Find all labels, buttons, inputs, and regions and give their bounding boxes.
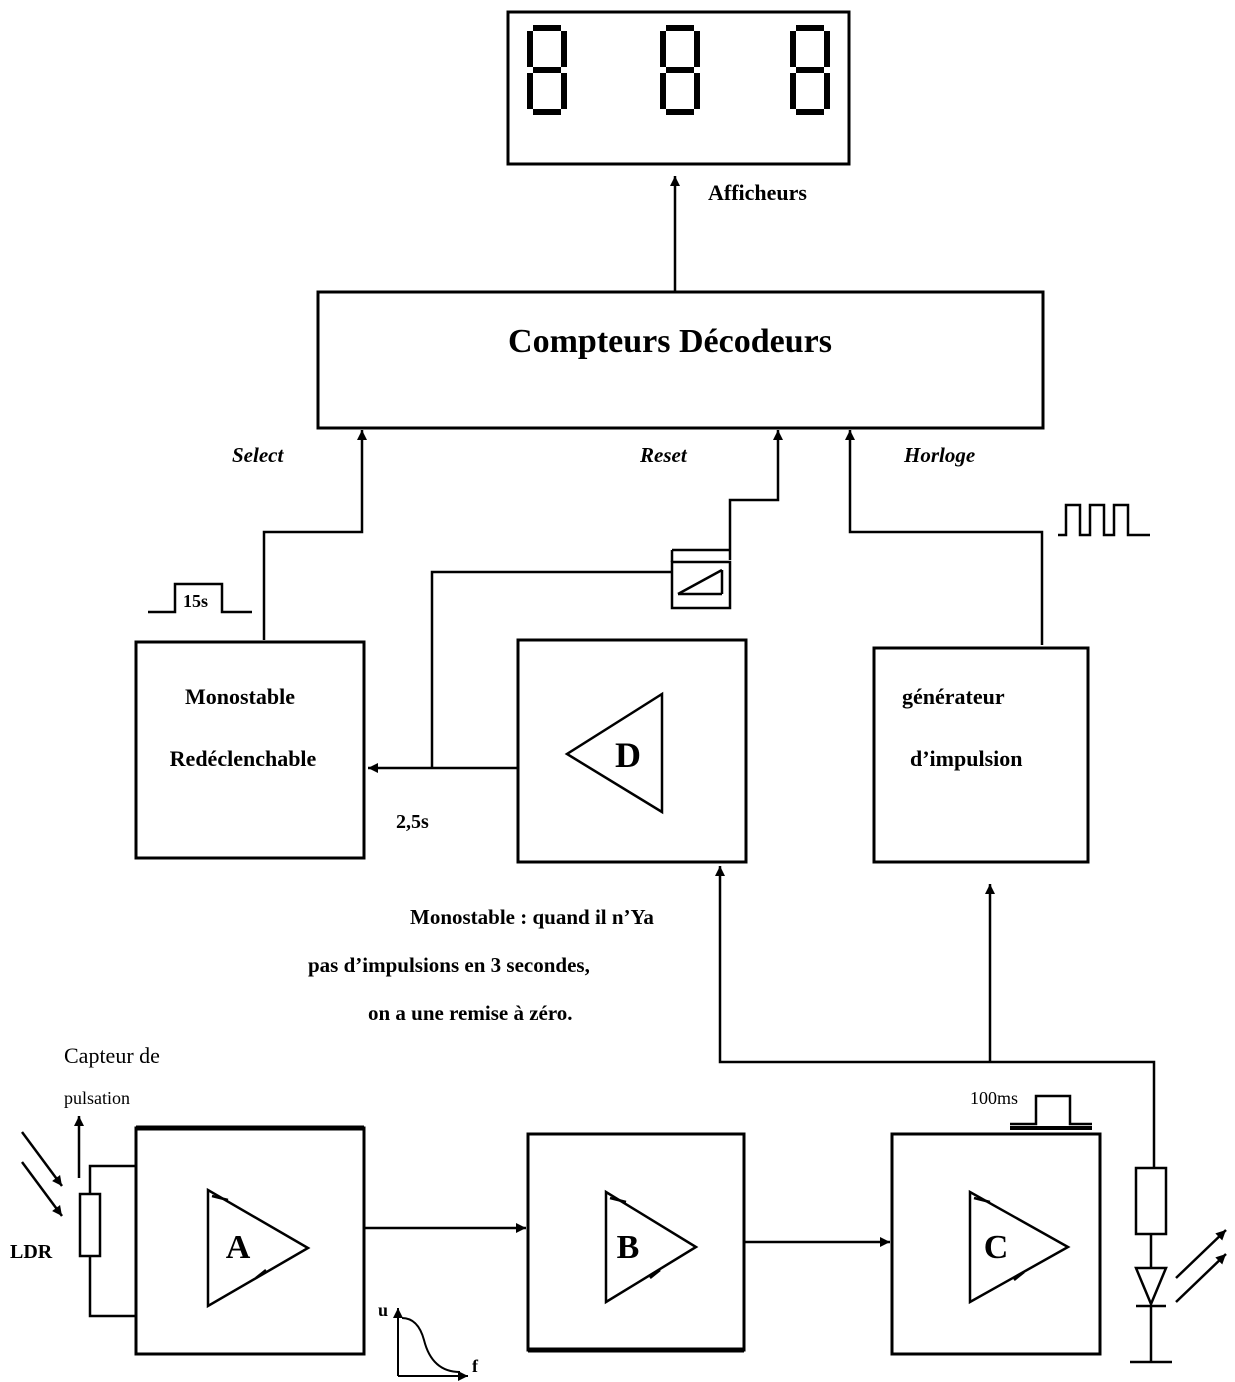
clock-wire [845,430,1044,645]
amp-a-letter: A [226,1229,251,1266]
ldr-label: LDR [10,1241,53,1263]
note-line1: Monostable : quand il n’Ya [410,905,654,929]
ldr-resistor-icon [78,1192,102,1258]
generator-box [872,646,1090,864]
seven-segment-digit-2 [660,25,700,115]
amp-a-tick [211,1194,229,1202]
light-rays-in-icon [20,1131,64,1217]
reset-edge-block [670,548,732,610]
reset-label: Reset [639,443,688,467]
ldr-top-wire [88,1164,136,1194]
amp-a-tick-2 [255,1269,267,1279]
amp-b-tick [609,1196,627,1204]
pulse-15s-waveform [148,582,252,614]
led-diode-icon [1134,1266,1168,1308]
d-time-label: 2,5s [396,811,429,833]
clock-square-wave [1058,503,1150,537]
monostable-line1: Monostable [185,684,295,709]
d-to-reset-wire [430,570,672,768]
light-rays-out-icon [1175,1229,1227,1303]
graph-f-label: f [472,1356,479,1376]
counter-title: Compteurs Décodeurs [508,323,832,360]
pulse-100ms-label: 100ms [970,1088,1018,1108]
sensor-label-line1: Capteur de [64,1043,160,1068]
amp-c-letter: C [984,1229,1009,1266]
note-line3: on a une remise à zéro. [368,1001,573,1025]
select-label: Select [232,443,284,467]
graph-u-label: u [378,1300,388,1320]
frequency-response-graph [393,1308,468,1381]
monostable-line2: Redéclenchable [170,746,317,771]
sensor-label-line2: pulsation [64,1088,130,1108]
pulse-100ms-waveform [1010,1094,1092,1126]
amp-c-tick [973,1196,991,1204]
clock-label: Horloge [903,443,975,467]
amp-b-tick-2 [649,1269,661,1279]
display-label: Afficheurs [708,180,807,205]
ldr-bottom-wire [88,1256,136,1318]
c-to-d-wire [715,866,1156,1168]
block-d-letter: D [615,735,641,775]
generator-line2: d’impulsion [910,746,1023,771]
counter-decoder-box [316,290,1045,430]
output-resistor-icon [1134,1166,1168,1236]
generator-line1: générateur [902,684,1005,709]
select-wire [262,430,367,640]
amp-b-letter: B [617,1229,640,1266]
block-d-triangle-icon [564,691,664,815]
pulse-15s-label: 15s [183,591,208,611]
display-box [506,10,851,166]
seven-segment-digit-3 [790,25,830,115]
monostable-box [134,640,366,860]
reset-wire [728,430,783,560]
seven-segment-digit-1 [527,25,567,115]
amp-b-triangle-icon [604,1189,699,1305]
note-line2: pas d’impulsions en 3 secondes, [308,953,590,977]
amp-c-tick-2 [1013,1271,1025,1281]
